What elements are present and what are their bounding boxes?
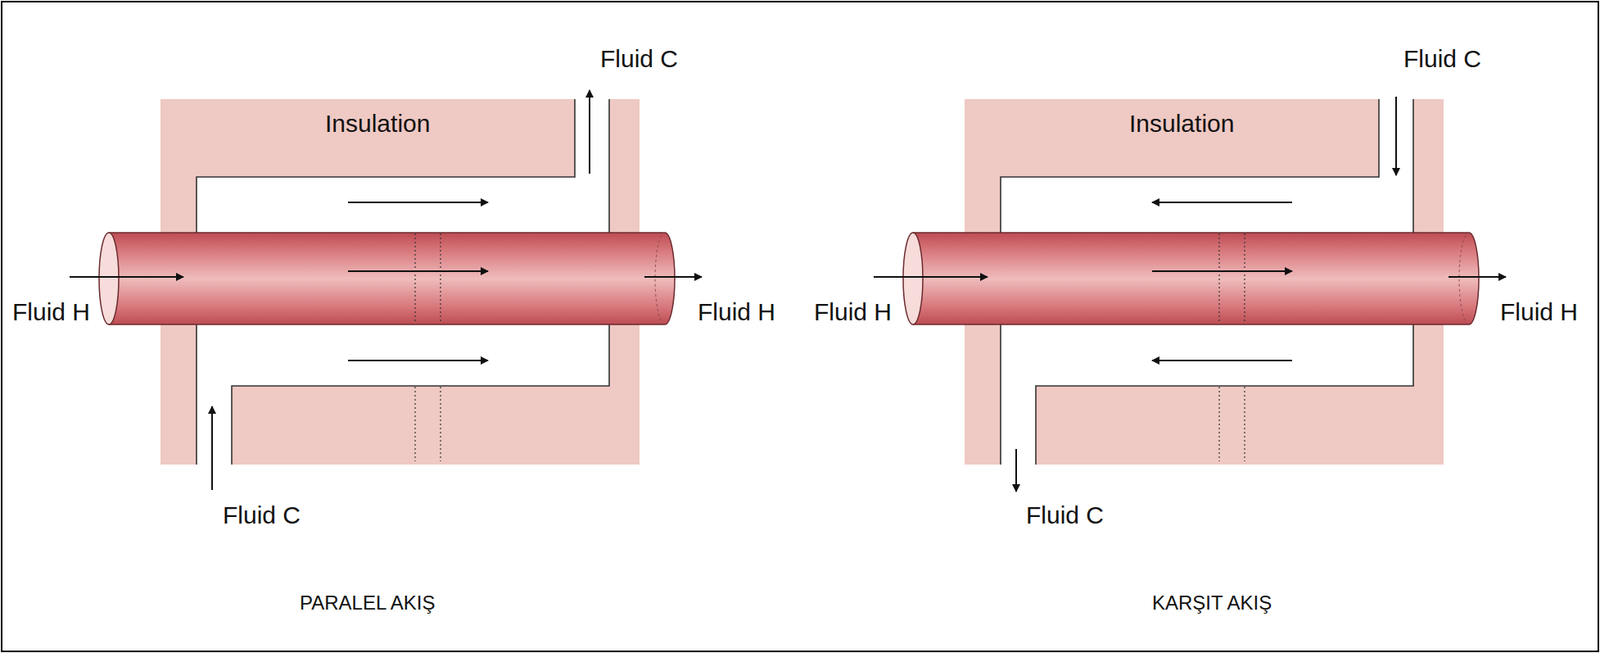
fluid-label: Fluid C	[1403, 45, 1482, 74]
insulation-label: Insulation	[325, 109, 430, 139]
inner-pipe	[108, 232, 665, 325]
section-line	[1218, 386, 1220, 462]
fluid-label: Fluid C	[1025, 501, 1104, 530]
flow-arrow	[348, 270, 489, 272]
insulation-block	[964, 99, 1444, 465]
inner-pipe	[912, 232, 1469, 325]
flow-arrow	[1448, 275, 1506, 278]
flow-arrow	[1152, 359, 1293, 362]
flow-arrow	[348, 359, 489, 362]
section-line	[1218, 233, 1220, 324]
annular-channel	[1000, 99, 1414, 465]
channel-wall	[231, 99, 610, 465]
insulation-block	[160, 99, 640, 465]
section-line	[414, 386, 416, 462]
flow-arrow	[348, 201, 489, 204]
pipe-end	[1468, 232, 1479, 325]
channel-wall	[196, 99, 575, 465]
fluid-label: Fluid C	[600, 45, 678, 74]
flow-arrow	[873, 275, 988, 278]
fluid-label: Fluid H	[1500, 298, 1578, 327]
section-line	[1243, 233, 1245, 324]
section-line	[414, 233, 416, 324]
caption: KARŞIT AKIŞ	[1152, 591, 1272, 615]
flow-arrow	[1152, 270, 1293, 272]
annular-channel	[196, 99, 610, 465]
section-line	[1243, 386, 1245, 462]
pipe-opening	[903, 232, 923, 325]
flow-arrow	[1152, 201, 1293, 204]
section-line	[439, 386, 441, 462]
flow-arrow	[588, 90, 591, 174]
flow-arrow	[69, 275, 184, 278]
insulation-node: Insulation	[964, 99, 1444, 465]
fluid-label: Fluid C	[222, 501, 301, 530]
fluid-label: Fluid H	[813, 298, 892, 327]
fluid-label: Fluid H	[697, 298, 776, 327]
insulation-label: Insulation	[1129, 109, 1234, 139]
channel-wall	[1035, 99, 1414, 465]
section-line	[439, 233, 441, 324]
channel-wall	[1000, 99, 1379, 465]
pipe-end	[664, 232, 675, 325]
pipe-opening	[99, 232, 119, 325]
flow-arrow	[1015, 448, 1017, 492]
flow-arrow	[1395, 96, 1397, 176]
flow-arrow	[644, 275, 702, 278]
fluid-label: Fluid H	[12, 298, 91, 327]
flow-arrow	[211, 406, 213, 490]
caption: PARALEL AKIŞ	[299, 591, 435, 615]
insulation-node: Insulation	[160, 99, 640, 465]
